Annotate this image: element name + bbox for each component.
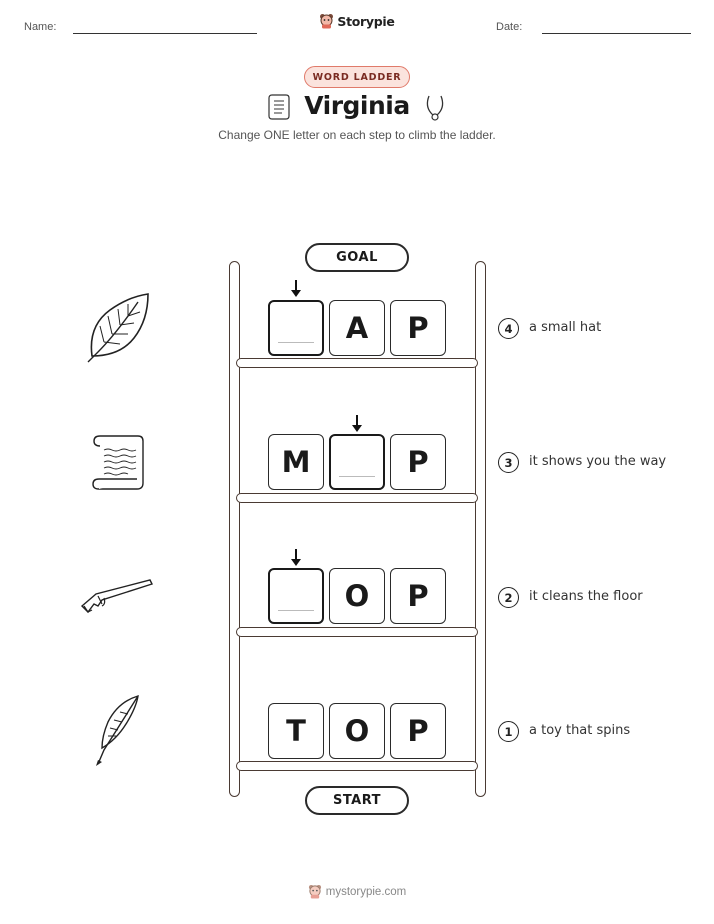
ladder-rung	[236, 493, 478, 503]
date-line[interactable]	[542, 33, 691, 34]
arrow-down-icon	[291, 280, 301, 297]
step-number-2: 2	[498, 587, 519, 608]
footer-url: mystorypie.com	[325, 885, 407, 898]
clue-step4: a small hat	[529, 320, 602, 335]
brand-name: Storypie	[337, 13, 395, 29]
instructions: Change ONE letter on each step to climb …	[218, 128, 496, 142]
letter-tile-step1-2: O	[329, 703, 385, 759]
musket-icon	[80, 579, 153, 614]
step-number-3: 3	[498, 452, 519, 473]
step-number-1: 1	[498, 721, 519, 742]
letter-tile-step4-2: A	[329, 300, 385, 356]
letter-tile-step2-3: P	[390, 568, 446, 624]
goal-pill: GOAL	[305, 243, 409, 272]
letter-tile-step3-1: M	[268, 434, 324, 490]
word-ladder-badge: WORD LADDER	[304, 66, 410, 88]
footer: mystorypie.com	[0, 884, 714, 899]
letter-input-step3-2[interactable]	[329, 434, 385, 490]
scroll-icon	[268, 94, 290, 120]
clue-step1: a toy that spins	[529, 723, 631, 738]
leaf-icon	[87, 293, 149, 363]
arrow-down-icon	[352, 415, 362, 432]
page-title: Virginia	[304, 91, 410, 120]
step-number-4: 4	[498, 318, 519, 339]
clue-step2: it cleans the floor	[529, 589, 643, 604]
bear-mascot-icon	[320, 14, 334, 29]
clue-step3: it shows you the way	[529, 454, 667, 469]
letter-tile-step3-3: P	[390, 434, 446, 490]
arrow-down-icon	[291, 549, 301, 566]
scroll-icon	[92, 435, 144, 490]
letter-input-step4-1[interactable]	[268, 300, 324, 356]
ladder-rail-right	[475, 261, 486, 797]
letter-tile-step2-2: O	[329, 568, 385, 624]
quill-icon	[96, 695, 139, 766]
name-label: Name:	[24, 21, 57, 33]
ladder-rail-left	[229, 261, 240, 797]
ladder-rung	[236, 358, 478, 368]
letter-tile-step4-3: P	[390, 300, 446, 356]
necklace-icon	[426, 95, 444, 121]
date-label: Date:	[496, 21, 523, 33]
start-pill: START	[305, 786, 409, 815]
letter-input-step2-1[interactable]	[268, 568, 324, 624]
name-line[interactable]	[73, 33, 257, 34]
brand-logo: Storypie	[0, 13, 714, 29]
letter-tile-step1-3: P	[390, 703, 446, 759]
title-row: Virginia	[0, 89, 714, 129]
ladder-rung	[236, 761, 478, 771]
bear-mascot-icon	[308, 884, 321, 899]
ladder-rung	[236, 627, 478, 637]
letter-tile-step1-1: T	[268, 703, 324, 759]
